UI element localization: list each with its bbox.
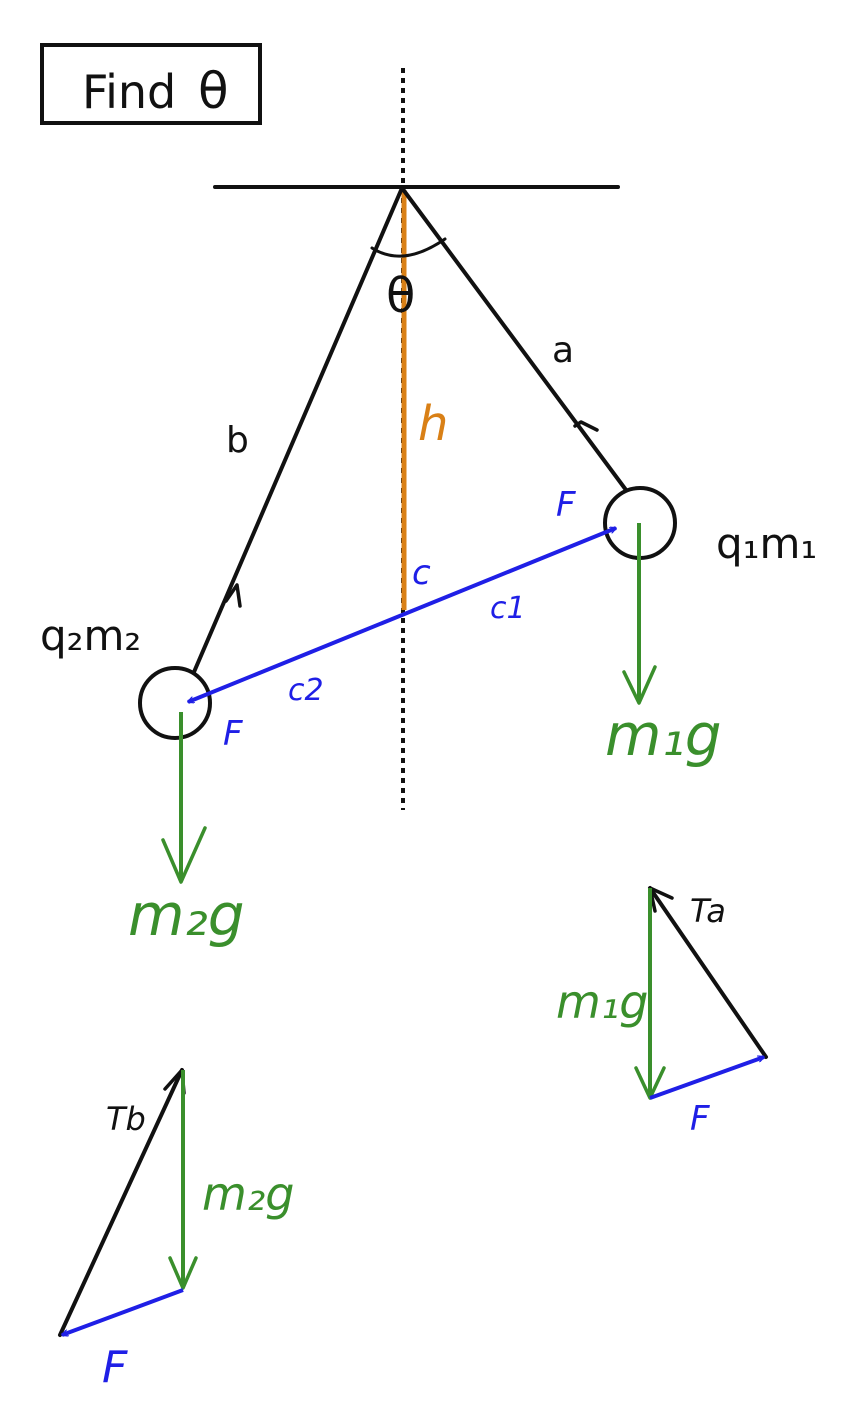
ta-label: Ta xyxy=(690,892,726,930)
weight-2-arrowhead xyxy=(168,1256,198,1290)
force-2-vector xyxy=(62,1288,184,1337)
force-label-right: F xyxy=(556,485,576,525)
theta-label: θ xyxy=(386,268,415,324)
string-a xyxy=(400,186,631,496)
gravity-arrow-2 xyxy=(161,712,207,884)
b-label: b xyxy=(226,420,249,461)
c1-label: c1 xyxy=(490,591,526,626)
title-box: Find θ xyxy=(40,43,262,125)
c-label: c xyxy=(412,553,431,593)
m1g-label: m₁g xyxy=(605,701,722,769)
a-label: a xyxy=(552,330,574,371)
m1g-triangle-label: m₁g xyxy=(556,975,648,1029)
h-label: h xyxy=(418,396,448,452)
force-separation-line xyxy=(188,526,616,704)
title-frame xyxy=(40,43,262,125)
force-triangle-right: Ta m₁g F xyxy=(556,886,768,1139)
m2g-label: m₂g xyxy=(128,881,245,949)
tension-arrowhead-a xyxy=(573,420,599,432)
f-triangle-right-label: F xyxy=(690,1099,710,1139)
q2m2-label: q₂m₂ xyxy=(40,611,141,660)
title-theta-text: θ xyxy=(198,62,229,120)
tension-a-vector xyxy=(648,886,768,1059)
force-label-left: F xyxy=(223,714,243,754)
c2-label: c2 xyxy=(288,673,324,708)
angle-arc xyxy=(370,237,447,258)
tb-label: Tb xyxy=(106,1100,146,1138)
tension-b-vector xyxy=(58,1068,184,1337)
f-triangle-left-label: F xyxy=(102,1342,128,1393)
charge-2-ball xyxy=(138,666,212,740)
force-1-vector xyxy=(649,1055,764,1100)
q1m1-label: q₁m₁ xyxy=(716,519,817,568)
m2g-triangle-label: m₂g xyxy=(202,1167,294,1221)
force-triangle-left: Tb m₂g F xyxy=(58,1068,294,1393)
gravity-arrow-1 xyxy=(622,523,657,705)
title-find-text: Find xyxy=(82,65,176,119)
